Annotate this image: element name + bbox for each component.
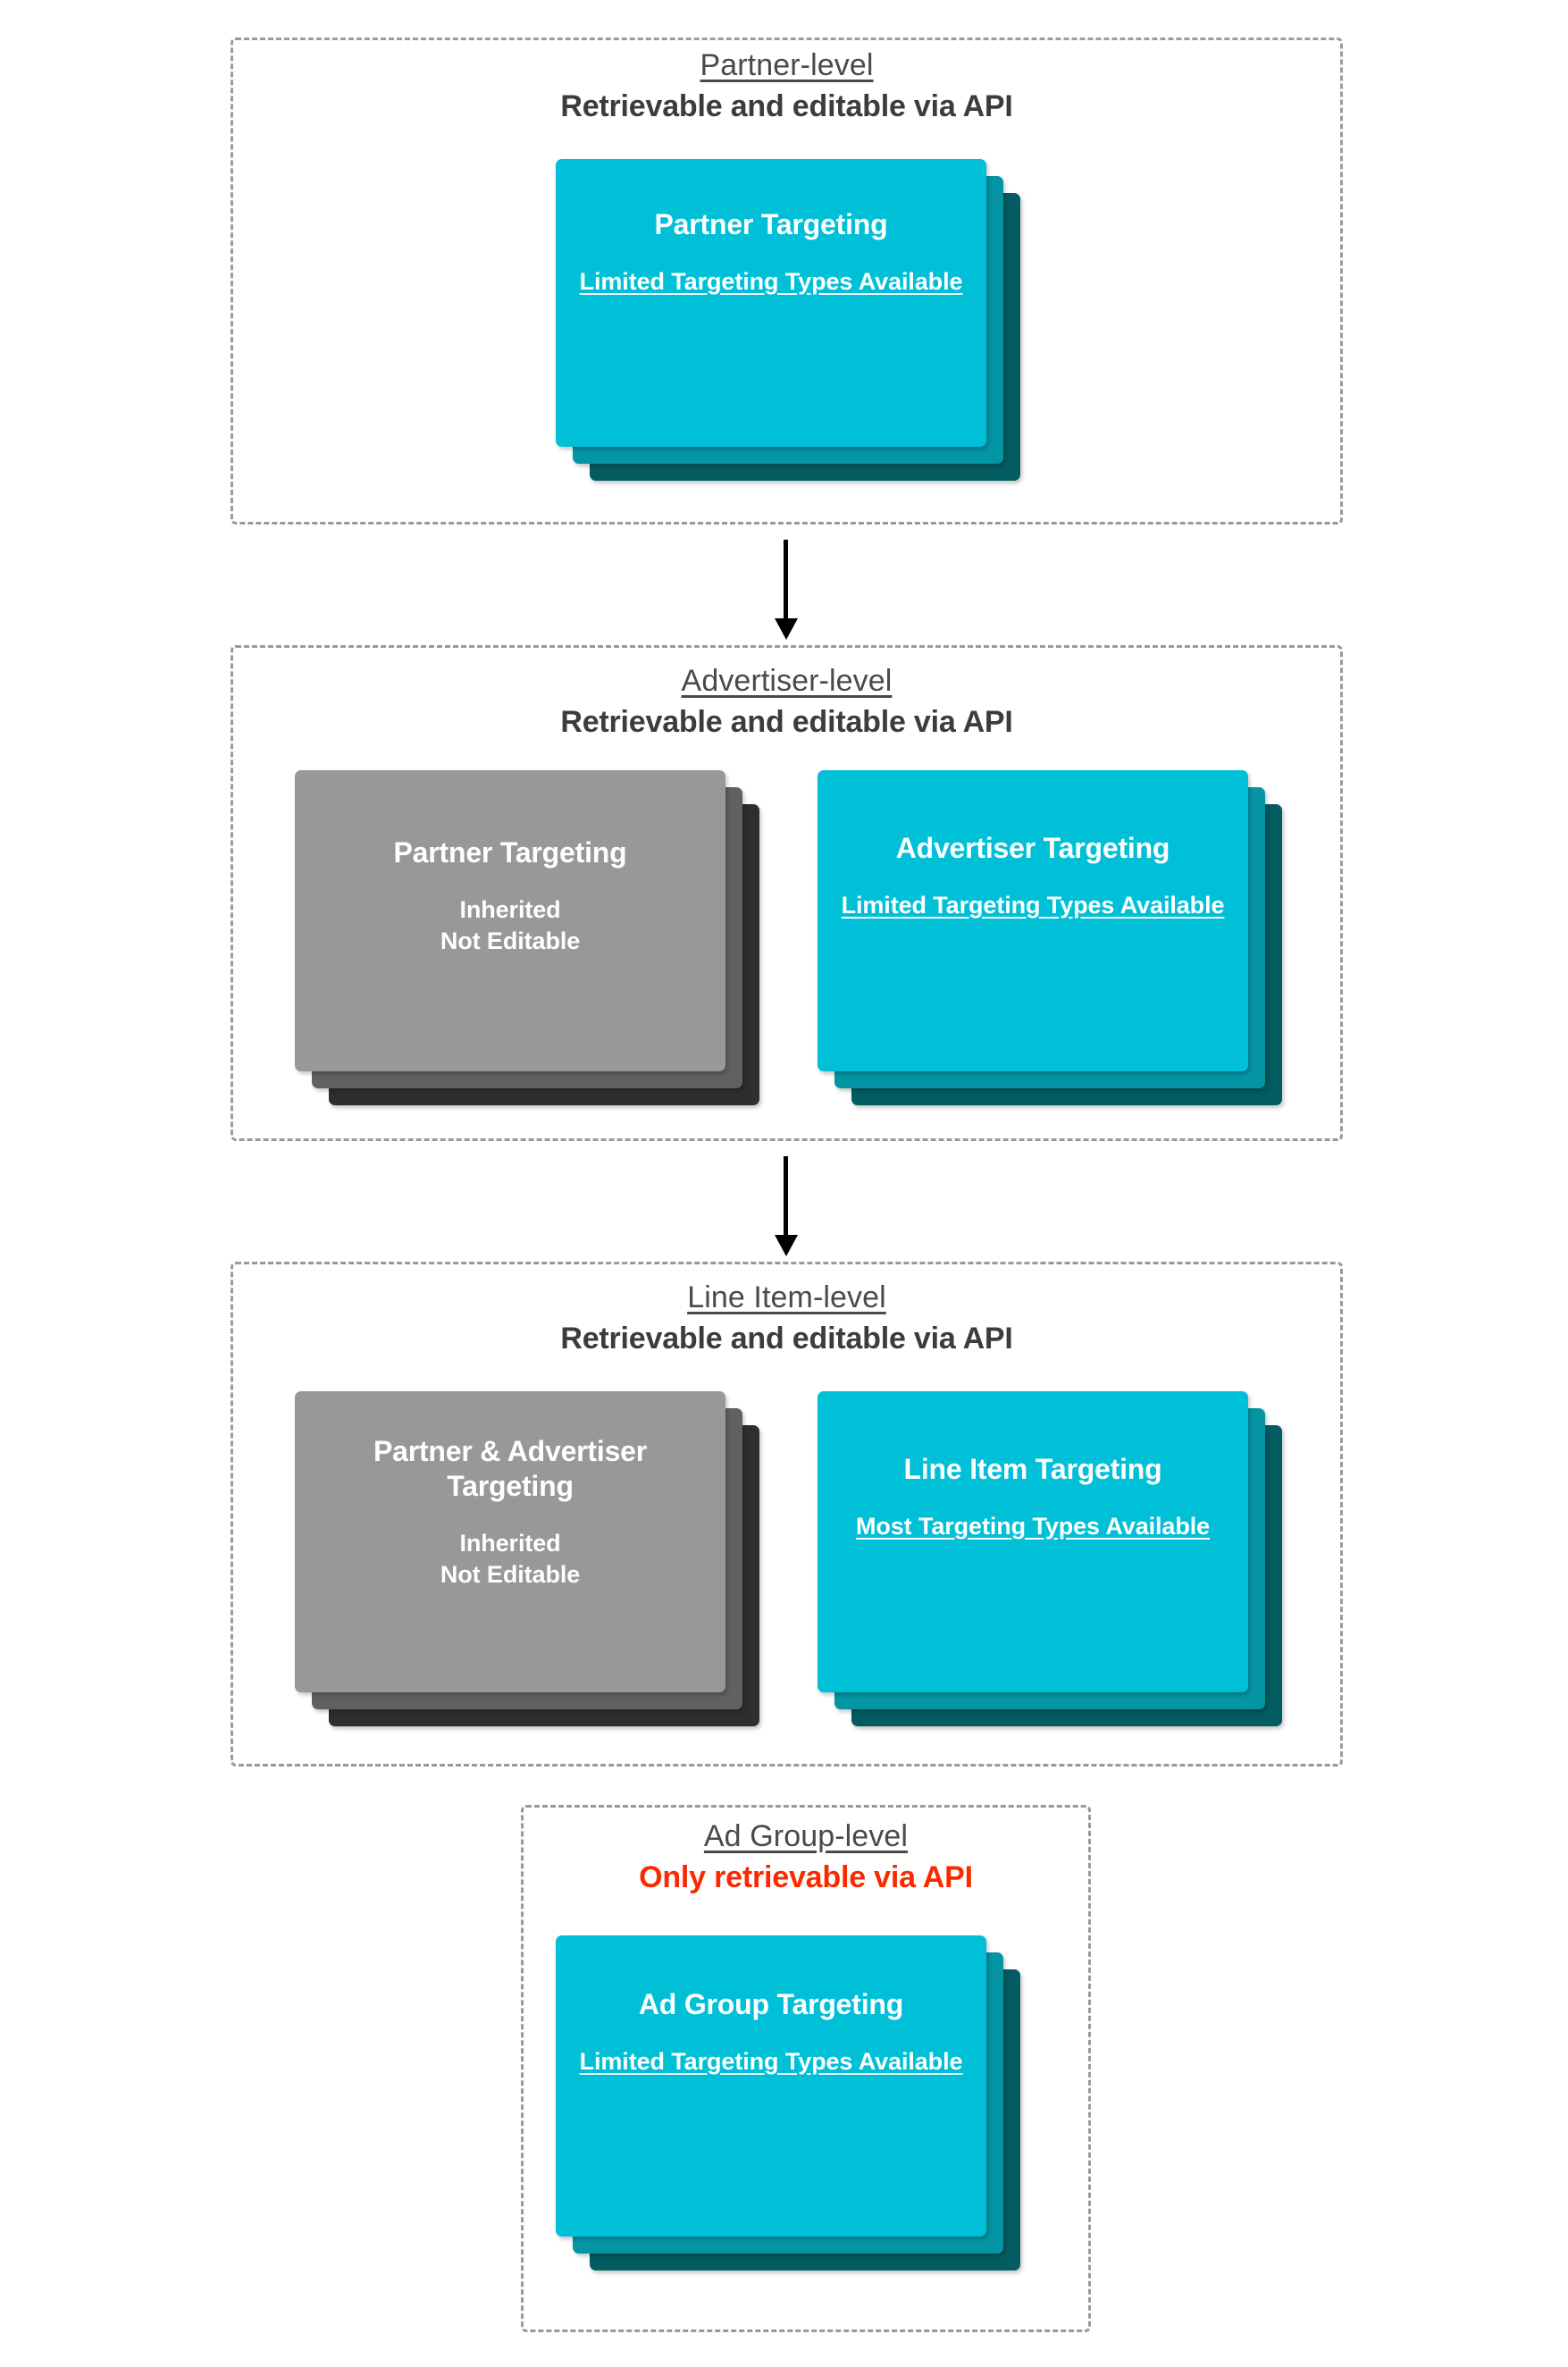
level-api-note-advertiser: Retrievable and editable via API: [560, 705, 1013, 740]
level-box-line-item: [231, 1262, 1343, 1767]
card-title-advertiser-inherited: Partner Targeting: [393, 836, 627, 869]
level-name-line-item: Line Item-level: [687, 1280, 886, 1314]
level-heading-ad-group: Ad Group-level Only retrievable via API: [521, 1818, 1091, 1897]
card-title-ad-group-targeting: Ad Group Targeting: [638, 1988, 904, 2020]
card-sheet-front: Advertiser Targeting Limited Targeting T…: [818, 770, 1248, 1071]
level-heading-advertiser: Advertiser-level Retrievable and editabl…: [231, 663, 1343, 742]
card-stack-partner-targeting[interactable]: Partner Targeting Limited Targeting Type…: [556, 159, 1020, 481]
card-sheet-front: Partner & Advertiser Targeting Inherited…: [295, 1391, 725, 1692]
card-title-line-item-targeting: Line Item Targeting: [903, 1453, 1162, 1485]
arrow-head: [775, 1235, 798, 1256]
level-name-partner: Partner-level: [700, 48, 874, 82]
level-box-advertiser: [231, 645, 1343, 1141]
level-box-ad-group: [521, 1805, 1091, 2332]
level-api-note-line-item: Retrievable and editable via API: [560, 1322, 1013, 1356]
arrow-head: [775, 618, 798, 640]
arrow-partner-to-advertiser: [768, 540, 804, 640]
card-stack-advertiser-targeting[interactable]: Advertiser Targeting Limited Targeting T…: [818, 770, 1282, 1119]
arrow-shaft: [784, 1156, 788, 1235]
card-body: Ad Group Targeting Limited Targeting Typ…: [556, 1987, 986, 2077]
card-subtitle-line-item-inherited: Inherited Not Editable: [440, 1530, 581, 1588]
card-sheet-front: Ad Group Targeting Limited Targeting Typ…: [556, 1935, 986, 2237]
level-heading-line-item: Line Item-level Retrievable and editable…: [231, 1280, 1343, 1358]
card-body: Advertiser Targeting Limited Targeting T…: [818, 831, 1248, 921]
card-sheet-front: Partner Targeting Limited Targeting Type…: [556, 159, 986, 447]
card-subtitle-advertiser-targeting: Limited Targeting Types Available: [841, 892, 1225, 919]
card-subtitle-partner-targeting: Limited Targeting Types Available: [579, 268, 963, 296]
level-heading-partner: Partner-level Retrievable and editable v…: [231, 47, 1343, 126]
card-body: Partner & Advertiser Targeting Inherited…: [295, 1434, 725, 1590]
arrow-shaft: [784, 540, 788, 618]
card-title-partner-targeting: Partner Targeting: [654, 208, 888, 240]
card-body: Partner Targeting Limited Targeting Type…: [556, 207, 986, 298]
card-stack-line-item-targeting[interactable]: Line Item Targeting Most Targeting Types…: [818, 1391, 1282, 1740]
arrow-advertiser-to-line-item: [768, 1156, 804, 1256]
level-name-ad-group: Ad Group-level: [703, 1819, 909, 1853]
card-sheet-front: Partner Targeting Inherited Not Editable: [295, 770, 725, 1071]
level-api-note-partner: Retrievable and editable via API: [560, 89, 1013, 124]
card-stack-line-item-inherited[interactable]: Partner & Advertiser Targeting Inherited…: [295, 1391, 759, 1740]
card-subtitle-ad-group-targeting: Limited Targeting Types Available: [579, 2048, 963, 2076]
card-title-line-item-inherited: Partner & Advertiser Targeting: [373, 1435, 648, 1503]
card-title-advertiser-targeting: Advertiser Targeting: [895, 832, 1170, 864]
level-box-partner: [231, 38, 1343, 525]
card-body: Line Item Targeting Most Targeting Types…: [818, 1452, 1248, 1542]
card-stack-ad-group-targeting[interactable]: Ad Group Targeting Limited Targeting Typ…: [556, 1935, 1020, 2284]
level-api-note-ad-group: Only retrievable via API: [639, 1860, 973, 1895]
level-name-advertiser: Advertiser-level: [681, 664, 893, 698]
card-sheet-front: Line Item Targeting Most Targeting Types…: [818, 1391, 1248, 1692]
card-subtitle-line-item-targeting: Most Targeting Types Available: [855, 1513, 1211, 1540]
card-subtitle-advertiser-inherited: Inherited Not Editable: [440, 896, 581, 954]
card-stack-advertiser-inherited[interactable]: Partner Targeting Inherited Not Editable: [295, 770, 759, 1119]
card-body: Partner Targeting Inherited Not Editable: [295, 835, 725, 956]
